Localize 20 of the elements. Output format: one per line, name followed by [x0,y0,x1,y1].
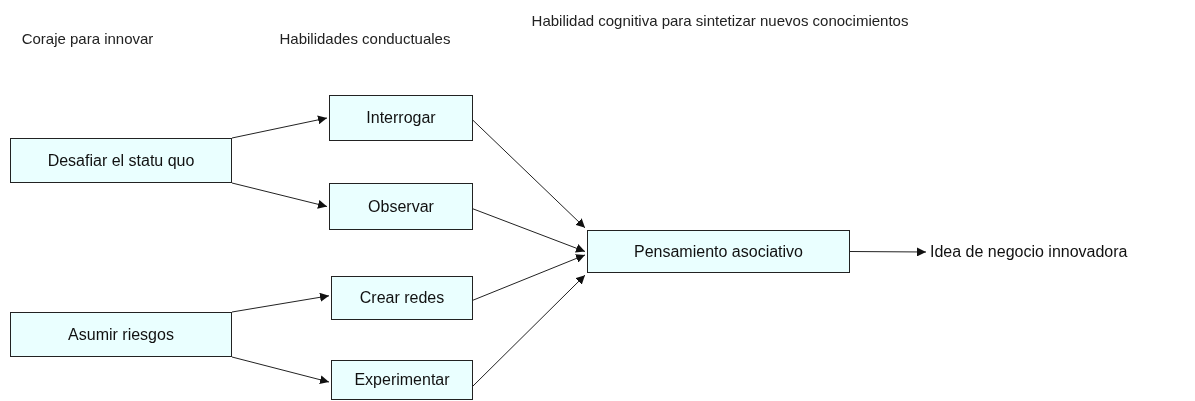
arrow [231,356,330,385]
arrow [472,208,586,253]
arrow [231,182,328,209]
process-box: Pensamiento asociativo [587,230,850,273]
process-box: Interrogar [329,95,473,141]
column-heading: Coraje para innovar [20,29,155,49]
arrow [472,254,586,301]
arrow [849,247,927,257]
arrow [472,119,586,229]
process-box: Experimentar [331,360,473,400]
column-heading: Habilidades conductuales [278,29,452,49]
arrow [231,292,330,313]
output-text: Idea de negocio innovadora [930,238,1192,266]
column-heading: Habilidad cognitiva para sintetizar nuevos conocimientos [530,11,910,31]
process-box: Crear redes [331,276,473,320]
arrow [231,115,328,139]
arrow [472,274,586,387]
process-box: Observar [329,183,473,230]
process-box: Asumir riesgos [10,312,232,357]
process-box: Desafiar el statu quo [10,138,232,183]
